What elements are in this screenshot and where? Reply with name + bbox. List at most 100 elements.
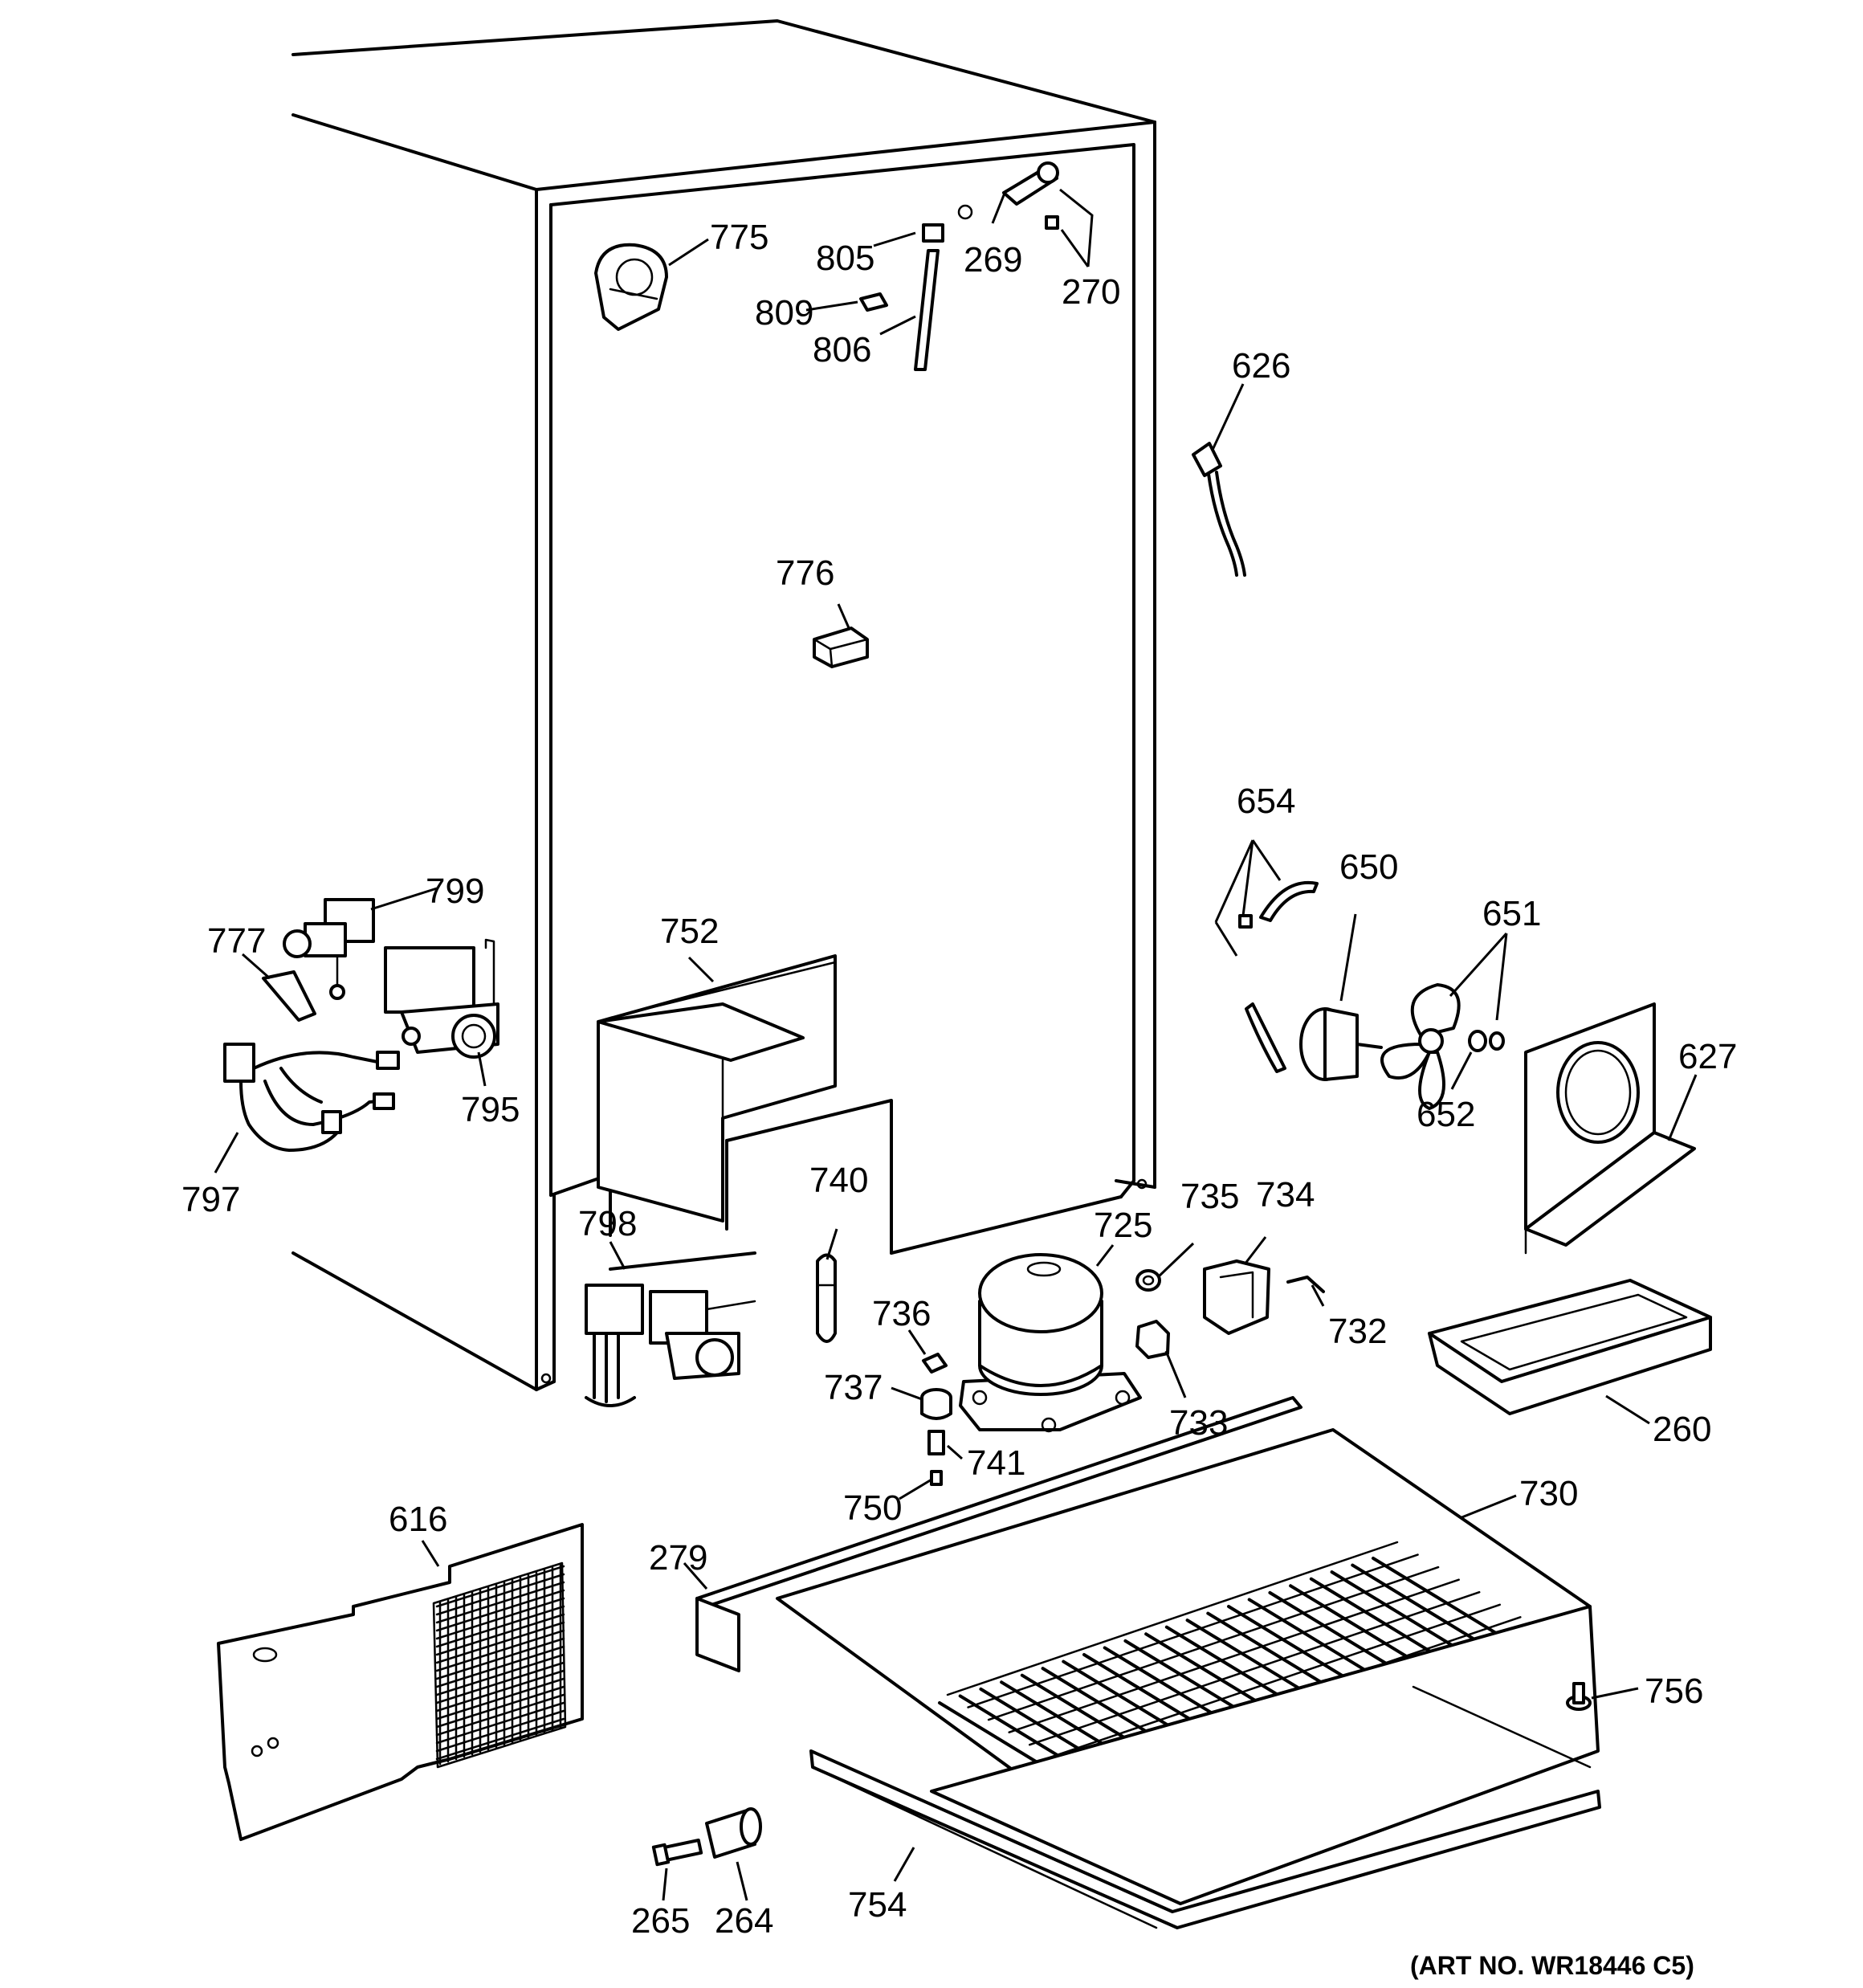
grille-line [435,1645,565,1688]
grille-line [435,1693,565,1737]
base-pan [930,1605,1600,1905]
part-265-bolt [651,1838,703,1867]
part-626-cord [1192,442,1246,577]
part-777-bracket [262,970,316,1022]
callout-737: 737 [824,1368,883,1407]
part-795-valve [384,938,499,1059]
grille-line [435,1613,565,1656]
part-733-overload [1135,1320,1170,1359]
callout-652: 652 [1417,1095,1475,1134]
callout-752: 752 [660,912,719,951]
callout-777: 777 [207,921,266,961]
grille-line [435,1701,565,1745]
callout-260: 260 [1653,1410,1711,1449]
part-776-block [813,627,869,668]
grille-line [435,1605,565,1648]
callout-269: 269 [964,240,1022,280]
callout-730: 730 [1519,1474,1578,1513]
callout-806: 806 [813,330,871,369]
part-806-tube [859,223,944,371]
callout-651: 651 [1482,894,1541,933]
grille-line [435,1677,565,1721]
callout-labels: 775 805 269 270 809 806 626 776 654 650 … [181,218,1737,1980]
condenser-fin [946,1541,1399,1696]
grille-line [435,1709,565,1753]
part-740-clip [816,1253,837,1343]
part-269-270 [957,161,1059,230]
part-752-shroud [597,954,837,1223]
part-736-clip [922,1353,948,1374]
grille-line [435,1621,565,1664]
callout-265: 265 [631,1901,690,1941]
part-799-valve [283,898,375,1000]
part-734-relay [1203,1259,1270,1335]
grille-line [435,1581,565,1624]
callout-616: 616 [389,1500,447,1539]
part-750-screw [930,1470,943,1486]
callout-725: 725 [1094,1206,1152,1245]
callout-627: 627 [1678,1037,1737,1076]
callout-756: 756 [1645,1672,1703,1711]
grille-line [435,1629,565,1672]
condenser-fin [987,1565,1440,1721]
grille-line [435,1669,565,1712]
callout-741: 741 [967,1443,1025,1483]
part-754-rail [809,1749,1601,1929]
callout-797: 797 [181,1180,240,1219]
callout-736: 736 [872,1294,931,1333]
callout-798: 798 [578,1204,637,1243]
condenser-fin [1008,1578,1460,1733]
part-737-grommet [920,1388,952,1420]
grille-line [435,1637,565,1680]
grille-line [435,1685,565,1729]
callout-735: 735 [1180,1177,1239,1216]
part-651-fan [1380,983,1461,1110]
callout-270: 270 [1062,272,1120,312]
callout-754: 754 [848,1885,907,1925]
callout-264: 264 [715,1901,773,1941]
grille-line [435,1589,565,1632]
cabinet [291,19,1156,1391]
art-number: (ART NO. WR18446 C5) [1410,1951,1694,1980]
part-756-foot [1566,1682,1592,1711]
callout-626: 626 [1232,346,1290,386]
callout-733: 733 [1169,1403,1228,1443]
grille-line [435,1573,565,1616]
part-797-harness [223,1043,400,1152]
part-650-motor [1299,1007,1383,1081]
part-735-grommet [1135,1269,1161,1292]
part-627-bracket [1524,1002,1696,1255]
callout-750: 750 [843,1488,902,1528]
part-725-compressor [959,1253,1142,1433]
part-798-valve [585,1251,756,1407]
grille-line [435,1653,565,1696]
callout-809: 809 [755,293,813,333]
grille-line [435,1717,565,1761]
leader-lines [214,188,1698,1901]
grille-line [435,1661,565,1704]
part-264-spacer [705,1807,762,1859]
part-616-panel [217,1523,584,1841]
callout-776: 776 [776,553,834,593]
part-741-sleeve [927,1430,945,1455]
grille-line [435,1565,565,1608]
condenser-fin [967,1553,1419,1708]
callout-734: 734 [1256,1175,1315,1214]
part-654-brackets [1238,880,1319,1073]
callout-740: 740 [809,1161,868,1200]
grille-line [435,1597,565,1640]
callout-795: 795 [461,1090,520,1129]
part-732-wire [1286,1276,1325,1293]
condenser-fin [1028,1590,1481,1746]
part-279-rail [695,1396,1302,1672]
part-652-washer [1468,1030,1487,1052]
callout-279: 279 [649,1538,707,1578]
callout-732: 732 [1328,1312,1387,1351]
callout-799: 799 [426,872,484,911]
condenser-fin [1049,1603,1502,1759]
callout-650: 650 [1339,847,1398,887]
part-260-drainpan [1428,1279,1712,1415]
callout-775: 775 [710,218,768,257]
part-775-damper [594,243,668,331]
